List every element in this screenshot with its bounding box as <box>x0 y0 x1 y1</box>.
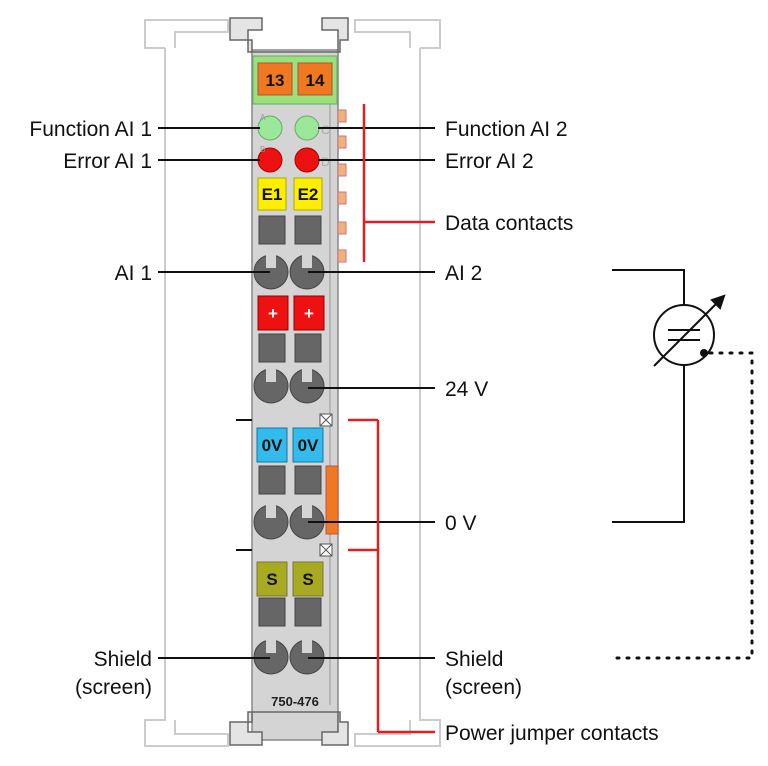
tag-plus-1: + <box>268 304 278 323</box>
power-jumper-bracket <box>348 418 435 734</box>
screw-highlights <box>266 252 312 653</box>
led-letter-c: C <box>321 123 330 137</box>
label-ai1: AI 1 <box>115 262 152 285</box>
sensor-symbol <box>653 294 726 367</box>
shield-dotted-line <box>610 351 754 660</box>
label-ai2: AI 2 <box>445 262 482 285</box>
data-contacts <box>337 109 347 263</box>
tag-e2: E2 <box>298 185 319 204</box>
screw-terminals <box>253 254 325 675</box>
label-screen-left: (screen) <box>75 676 152 699</box>
label-function-ai2: Function AI 2 <box>445 118 568 141</box>
sensor-wiring <box>612 269 685 523</box>
label-power-jumper: Power jumper contacts <box>445 722 659 745</box>
label-screen-right: (screen) <box>445 676 522 699</box>
label-0v: 0 V <box>445 512 477 535</box>
label-error-ai2: Error AI 2 <box>445 150 534 173</box>
tag-e1: E1 <box>262 185 283 204</box>
label-data-contacts: Data contacts <box>445 212 573 235</box>
label-24v: 24 V <box>445 378 488 401</box>
label-error-ai1: Error AI 1 <box>63 150 152 173</box>
led-letter-a: A <box>260 113 266 122</box>
led-function-ai2 <box>294 115 320 141</box>
zero-volt-tags: 0V 0V <box>256 427 324 463</box>
terminal-number-14: 14 <box>306 71 325 90</box>
data-contacts-bracket <box>362 104 435 262</box>
tag-plus-2: + <box>304 304 314 323</box>
plus-tags: + + <box>257 295 325 331</box>
shield-tags: S S <box>256 561 324 597</box>
tag-0v-2: 0V <box>298 436 319 455</box>
terminal-number-strip: 13 14 <box>252 55 338 105</box>
led-letter-b: B <box>260 145 265 154</box>
error-tags: E1 E2 <box>257 177 323 211</box>
slots <box>258 215 322 627</box>
din-rail-outline <box>144 19 441 747</box>
power-jumper-marks <box>236 413 339 557</box>
led-letter-d: D <box>321 155 330 169</box>
callout-lines <box>158 127 435 659</box>
status-leds: A C B D <box>257 113 330 173</box>
label-shield-left: Shield <box>94 648 152 671</box>
terminal-number-13: 13 <box>266 71 285 90</box>
tag-s-1: S <box>266 570 277 589</box>
tag-0v-1: 0V <box>262 436 283 455</box>
tag-s-2: S <box>302 570 313 589</box>
shield-dot <box>700 349 708 357</box>
label-function-ai1: Function AI 1 <box>29 118 152 141</box>
label-shield-right: Shield <box>445 648 503 671</box>
led-error-ai2 <box>294 147 320 173</box>
model-number: 750-476 <box>271 694 319 709</box>
